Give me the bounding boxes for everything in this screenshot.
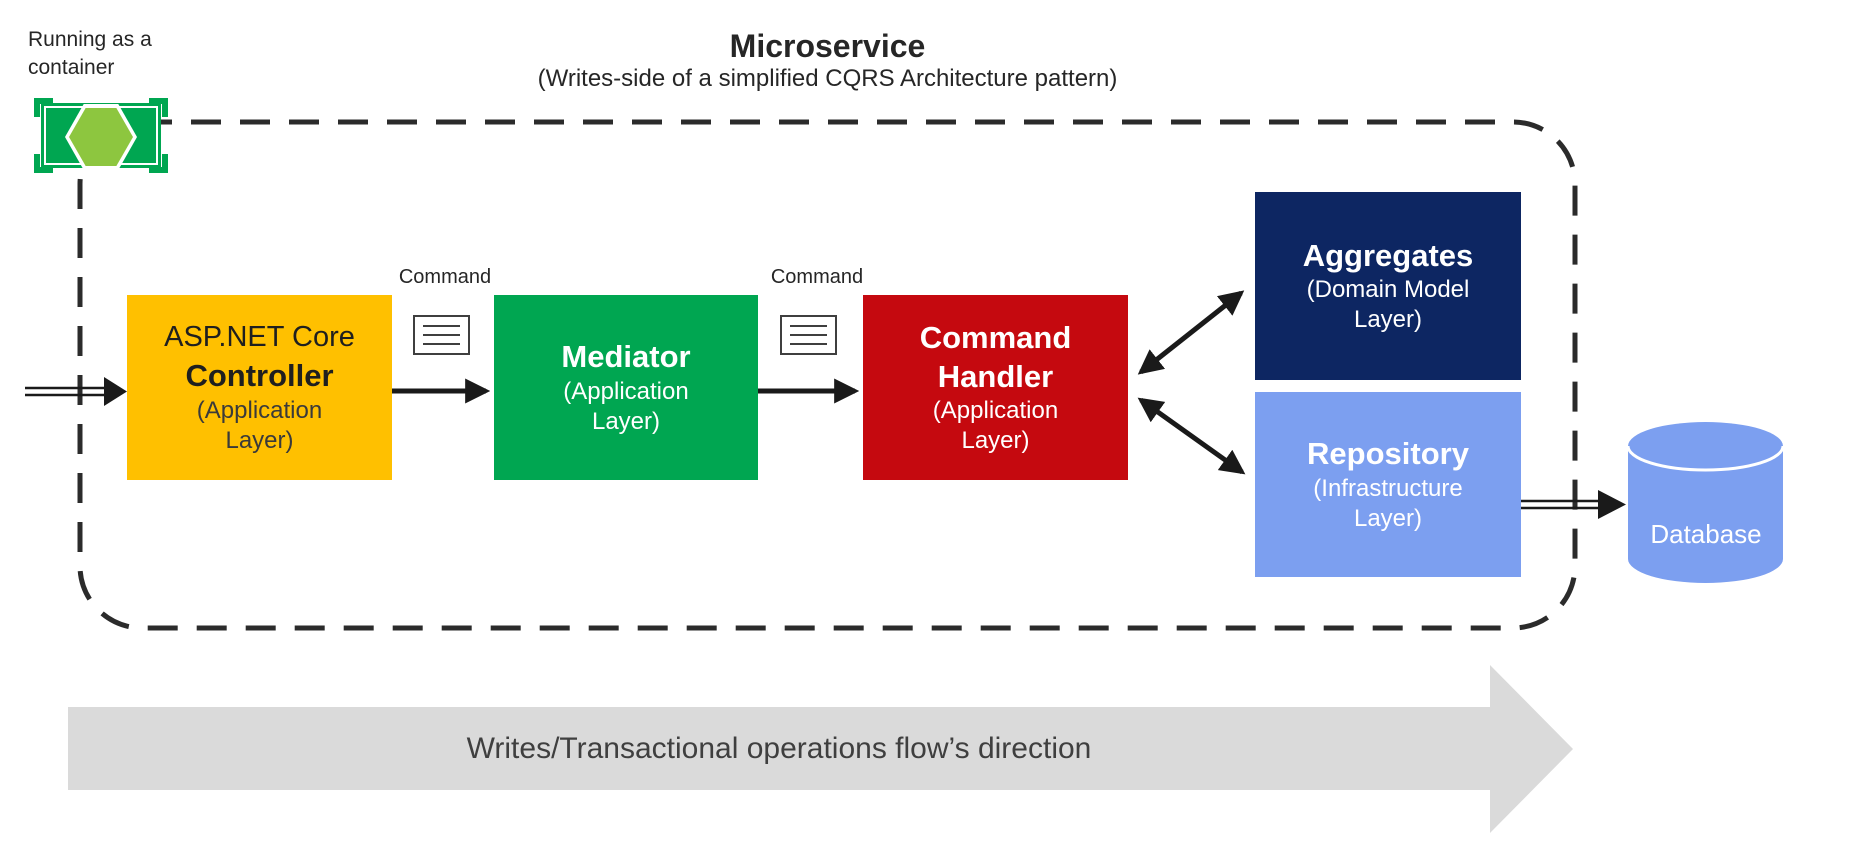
repository-to-database-arrow <box>1521 490 1626 519</box>
box-title: Aggregates <box>1302 237 1474 273</box>
box-title: Repository <box>1307 436 1469 472</box>
box-mediator: Mediator (Application Layer) <box>494 295 758 480</box>
container-bracket-icon <box>149 154 168 173</box>
container-annotation: Running as a container <box>28 28 152 80</box>
command-message-icon <box>413 315 470 355</box>
box-aspnet-controller: ASP.NET Core Controller (Application Lay… <box>127 295 392 480</box>
command-message-icon <box>780 315 837 355</box>
commandhandler-aggregates-arrow <box>1137 290 1245 375</box>
box-subtitle: (Application Layer) <box>563 377 689 435</box>
box-title: Controller <box>185 357 334 393</box>
database-label: Database <box>1650 519 1762 549</box>
box-subtitle: (Infrastructure Layer) <box>1313 474 1463 532</box>
box-pretitle: ASP.NET Core <box>164 321 355 354</box>
container-icon <box>34 98 168 173</box>
container-bracket-icon <box>34 98 53 117</box>
incoming-request-arrow <box>25 377 127 406</box>
command-label-2: Command <box>770 266 864 288</box>
diagram-title: Microservice <box>729 28 926 64</box>
diagram-header: Microservice (Writes-side of a simplifie… <box>80 27 1575 94</box>
command-label-1: Command <box>398 266 492 288</box>
box-subtitle: (Domain Model Layer) <box>1306 276 1470 334</box>
box-subtitle: (Application Layer) <box>932 397 1059 455</box>
flow-direction-label: Writes/Transactional operations flow’s d… <box>466 731 1092 765</box>
container-bracket-icon <box>149 98 168 117</box>
database-cylinder-icon <box>1626 422 1785 583</box>
box-aggregates: Aggregates (Domain Model Layer) <box>1255 192 1521 380</box>
box-command-handler: Command Handler (Application Layer) <box>863 295 1128 480</box>
commandhandler-repository-arrow <box>1137 397 1246 475</box>
microservice-boundary <box>77 119 1578 631</box>
box-repository: Repository (Infrastructure Layer) <box>1255 392 1521 577</box>
container-bracket-icon <box>34 154 53 173</box>
box-subtitle: (Application Layer) <box>196 396 323 454</box>
flow-direction-arrow <box>68 665 1573 833</box>
box-title: Command Handler <box>919 319 1072 394</box>
diagram-subtitle: (Writes-side of a simplified CQRS Archit… <box>537 65 1118 93</box>
box-title: Mediator <box>561 339 691 375</box>
